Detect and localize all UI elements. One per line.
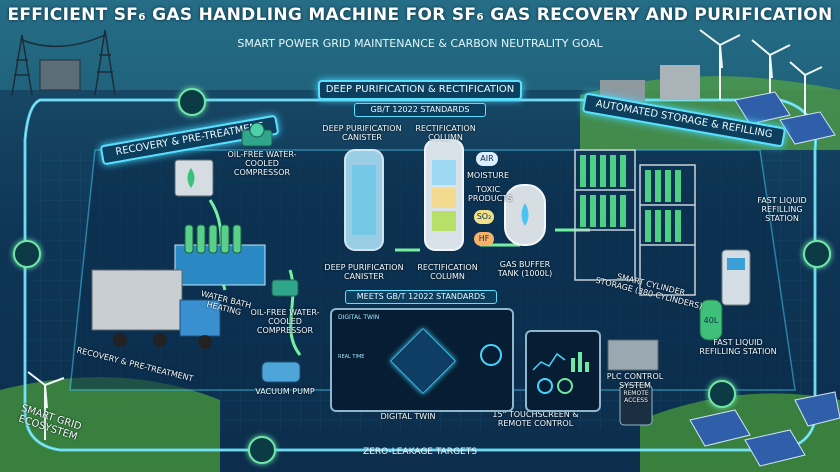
impurity-so2: SO₂ (474, 210, 494, 224)
twin-screen-side: REAL TIME (338, 354, 365, 360)
impurity-air: AIR (476, 152, 498, 166)
label-vacuum-pump: VACUUM PUMP (255, 387, 315, 396)
cylinder-40l-icon (699, 299, 723, 341)
label-touchscreen: 15" TOUCHSCREEN & REMOTE CONTROL (492, 410, 579, 428)
label-fast-refill-top: FAST LIQUID REFILLING STATION (757, 196, 807, 223)
label-cylinder-40l: 40L (703, 316, 719, 325)
digital-twin-screen[interactable]: DIGITAL TWIN REAL TIME (330, 308, 514, 412)
leaf-node-right-icon (803, 240, 831, 268)
label-compressor-bottom: OIL-FREE WATER-COOLED COMPRESSOR (250, 308, 320, 335)
touchscreen-panel[interactable] (525, 330, 601, 412)
impurity-hf: HF (474, 232, 494, 246)
vacuum-pump-icon (261, 361, 301, 383)
page-title: EFFICIENT SF₆ GAS HANDLING MACHINE FOR S… (7, 5, 833, 25)
label-zero-leakage: ZERO-LEAKAGE TARGETS (363, 447, 477, 457)
storage-rack-icon (574, 149, 696, 296)
label-column-bottom: RECTIFICATION COLUMN (417, 263, 478, 281)
label-plc: PLC CONTROL SYSTEM (606, 372, 664, 390)
twin-screen-header: DIGITAL TWIN (338, 314, 380, 321)
label-remote-access: REMOTE ACCESS (623, 390, 649, 404)
standards-top-tag: GB/T 12022 STANDARDS (354, 103, 486, 117)
remote-access-device-icon (619, 384, 653, 426)
twin-gauge-icon (480, 344, 502, 366)
standards-meets-tag: MEETS GB/T 12022 STANDARDS (345, 290, 497, 304)
leaf-node-bottom-icon (248, 436, 276, 464)
label-compressor-top: OIL-FREE WATER-COOLED COMPRESSOR (227, 150, 297, 177)
twin-3d-model (390, 328, 456, 394)
label-canister-top: DEEP PURIFICATION CANISTER (322, 124, 402, 142)
label-buffer-tank: GAS BUFFER TANK (1000L) (497, 260, 553, 278)
label-canister-bottom: DEEP PURIFICATION CANISTER (324, 263, 404, 281)
impurity-moisture: MOISTURE (467, 171, 509, 180)
label-digital-twin: DIGITAL TWIN (380, 412, 436, 421)
label-column-top: RECTIFICATION COLUMN (415, 124, 476, 142)
label-fast-refill-bottom: FAST LIQUID REFILLING STATION (699, 338, 777, 356)
recovery-truck-icon (91, 269, 183, 331)
plc-icon (607, 339, 659, 371)
compressor-bottom-icon (271, 279, 299, 297)
touchscreen-chart-icon (532, 352, 589, 394)
leaf-node-left-icon (13, 240, 41, 268)
page-subtitle: SMART POWER GRID MAINTENANCE & CARBON NE… (237, 37, 603, 50)
leaf-node-bottom-right-icon (708, 380, 736, 408)
leaf-node-top-left-icon (178, 88, 206, 116)
section-purification-banner: DEEP PURIFICATION & RECTIFICATION (318, 80, 522, 100)
impurity-toxic: TOXIC PRODUCTS (468, 185, 513, 203)
